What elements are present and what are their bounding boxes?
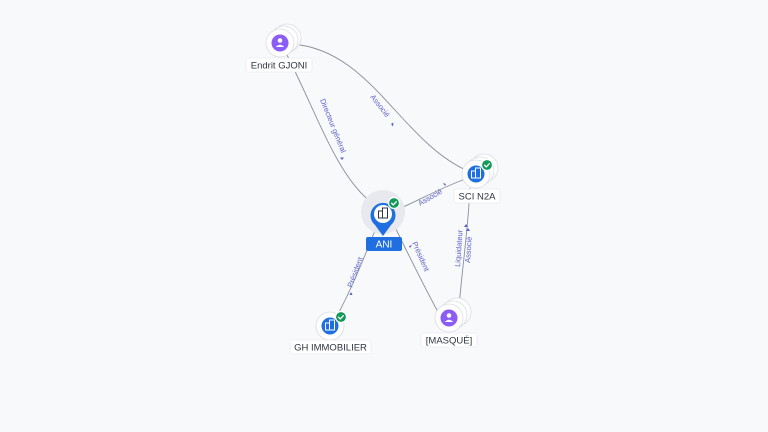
- verified-check-icon: [334, 310, 348, 324]
- edge-label-directeur-general: Directeur général: [318, 97, 348, 154]
- edge-label-associe-2: Associé: [417, 187, 444, 208]
- node-sci-n2a[interactable]: SCI N2A: [453, 153, 501, 204]
- building-icon: [378, 207, 388, 219]
- building-icon: [321, 317, 339, 335]
- edge-label-president-2: Président: [410, 240, 431, 273]
- edge-endrit-sci-n2a[interactable]: Associé: [291, 43, 471, 173]
- node-label: GH IMMOBILIER: [294, 343, 367, 354]
- edge-label-liquidateur: Liquidateur: [453, 229, 465, 267]
- verified-check-icon: [480, 158, 494, 172]
- edge-masque-sci-n2a[interactable]: Liquidateur Associé: [453, 187, 474, 308]
- person-icon: [440, 309, 458, 327]
- edge-label-associe-3: Associé: [463, 236, 474, 263]
- node-label: SCI N2A: [459, 192, 497, 203]
- node-masque[interactable]: [MASQUÉ]: [420, 297, 478, 348]
- node-label: Endrit GJONI: [251, 61, 308, 72]
- node-ani[interactable]: ANI: [361, 190, 405, 251]
- node-gh-immobilier[interactable]: GH IMMOBILIER: [289, 310, 372, 355]
- person-icon: [271, 34, 289, 52]
- building-icon: [467, 165, 485, 183]
- verified-check-icon: [387, 196, 401, 210]
- edge-label-president-1: Président: [345, 255, 365, 289]
- edge-label-associe-1: Associé: [368, 93, 391, 119]
- node-label: [MASQUÉ]: [426, 336, 472, 347]
- node-endrit-gjoni[interactable]: Endrit GJONI: [245, 23, 313, 73]
- node-label: ANI: [376, 240, 393, 251]
